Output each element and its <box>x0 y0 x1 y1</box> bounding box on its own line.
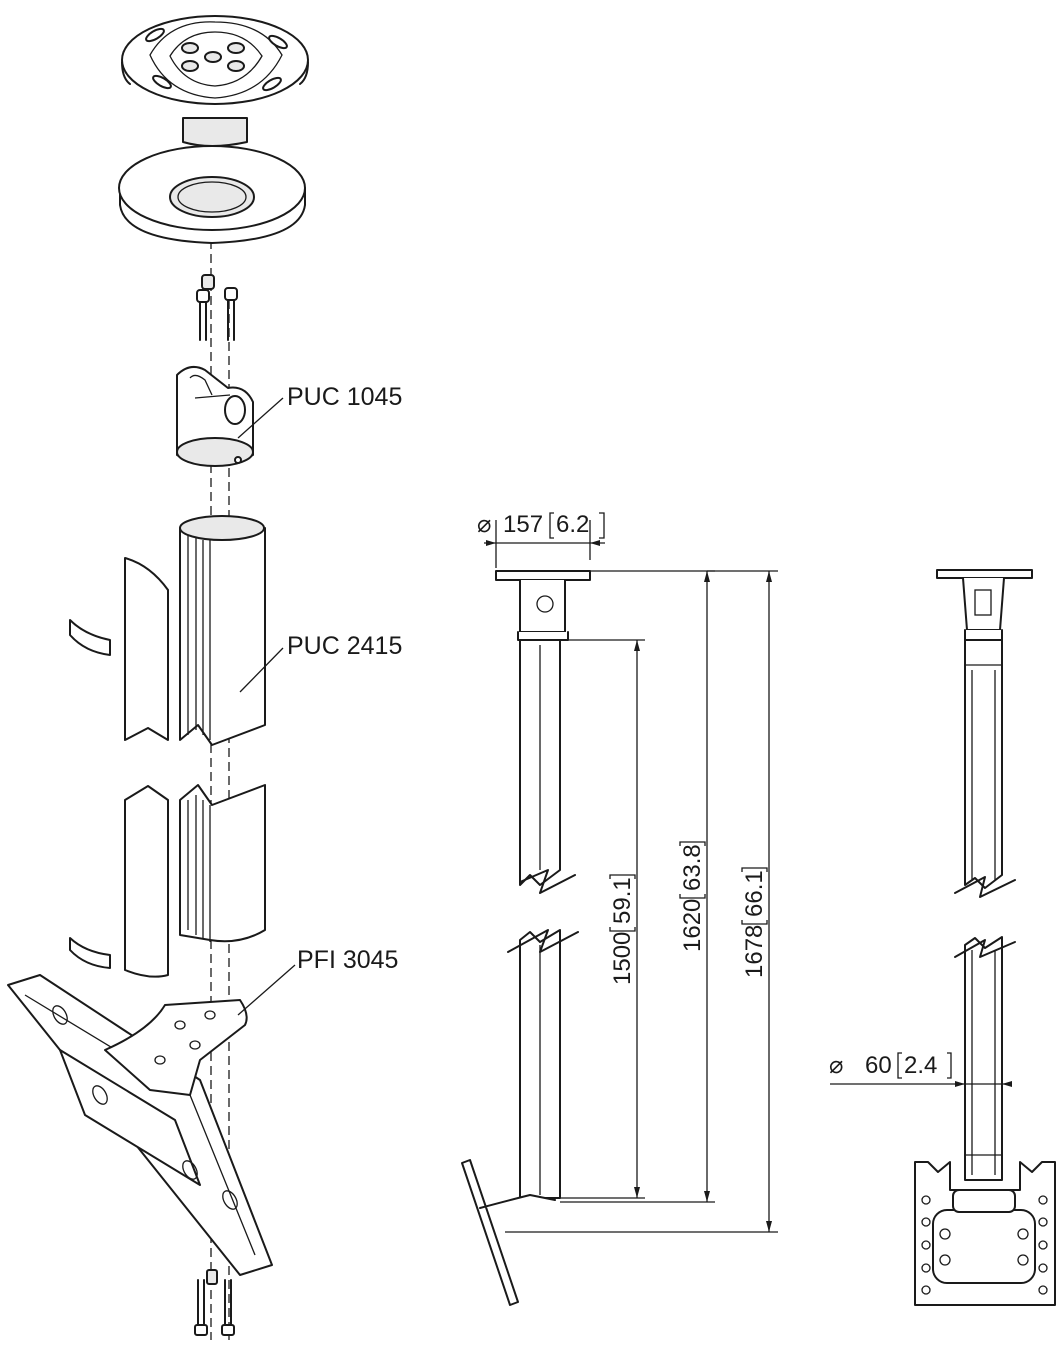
dim-plate-diameter: ⌀ 157 6.2 <box>477 511 605 539</box>
label-tube: PUC 2415 <box>287 632 402 660</box>
side-view: ⌀ 157 6.2 1500 59.1 1620 <box>461 511 778 1306</box>
dim-mount-length: 1620 63.8 <box>679 841 706 952</box>
bolts-bottom <box>194 1269 235 1336</box>
leader-interface <box>237 964 296 1016</box>
bolts-top <box>196 274 238 341</box>
label-adapter: PUC 1045 <box>287 383 402 411</box>
leader-adapter <box>237 397 284 439</box>
cover-shell-upper <box>124 557 169 741</box>
clip-upper <box>69 619 111 656</box>
svg-text:6.2: 6.2 <box>556 511 589 538</box>
svg-text:1678: 1678 <box>741 925 768 978</box>
svg-text:⌀: ⌀ <box>477 511 491 538</box>
dim-tube-diameter: ⌀ 60 2.4 <box>829 1052 952 1079</box>
cover-shell-lower <box>124 785 169 978</box>
svg-text:1620: 1620 <box>679 899 706 952</box>
dim-total-length: 1678 66.1 <box>741 867 768 978</box>
svg-text:66.1: 66.1 <box>741 870 768 917</box>
cover-ring <box>118 145 306 244</box>
clip-lower <box>69 937 111 969</box>
adapter-part <box>176 365 254 467</box>
svg-text:1500: 1500 <box>609 932 636 985</box>
interface-plate <box>7 974 273 1276</box>
svg-text:⌀: ⌀ <box>829 1052 843 1079</box>
svg-text:2.4: 2.4 <box>904 1052 937 1079</box>
exploded-view: PUC 1045 PUC 2415 PFI 3045 <box>7 15 402 1340</box>
svg-text:59.1: 59.1 <box>609 877 636 924</box>
tube-lower <box>179 784 266 943</box>
dim-tube-length: 1500 59.1 <box>609 874 636 985</box>
svg-text:157: 157 <box>503 511 543 538</box>
ceiling-plate <box>121 15 309 147</box>
front-view: ⌀ 60 2.4 <box>829 569 1056 1306</box>
tube-upper <box>179 515 266 746</box>
svg-text:60: 60 <box>865 1052 892 1079</box>
label-interface: PFI 3045 <box>297 946 398 974</box>
leader-tube <box>239 647 284 693</box>
svg-text:63.8: 63.8 <box>679 844 706 891</box>
